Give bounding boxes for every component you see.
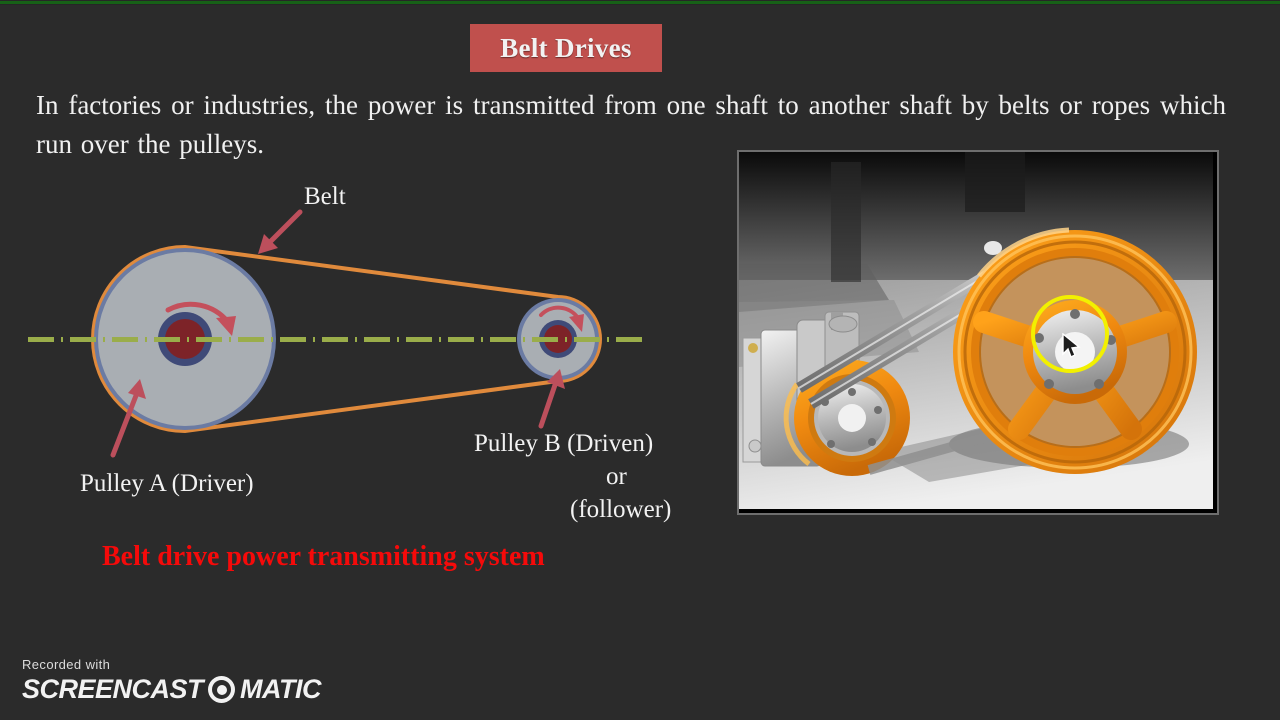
cursor-highlight-ring: [1031, 295, 1109, 373]
label-pulley-b-follower: (follower): [570, 496, 672, 523]
label-pulley-a: Pulley A (Driver): [80, 470, 254, 497]
pulley-a-hub: [165, 319, 205, 359]
label-pulley-b-or: or: [606, 463, 627, 490]
watermark-recorded-with: Recorded with: [22, 657, 111, 672]
pulley-b-rotation-arrow: [539, 305, 584, 332]
screencast-o-matic-watermark: Recorded with SCREENCAST MATIC: [22, 657, 322, 705]
photo-large-pulley: [953, 227, 1197, 474]
video-progress-fill: [0, 1, 1280, 4]
pulley-b-callout-arrow: [538, 369, 565, 429]
belt-callout-arrow: [258, 209, 303, 254]
video-progress-bar[interactable]: [0, 0, 1280, 5]
belt-path: [91, 244, 602, 434]
belt-drive-photo-frame: [737, 150, 1219, 515]
belt-drive-photo: [739, 152, 1213, 509]
pulley-a-rotation-arrow: [165, 301, 236, 336]
slide-title-box: Belt Drives: [470, 24, 662, 72]
belt-drive-diagram: [28, 209, 646, 458]
slide-caption: Belt drive power transmitting system: [102, 541, 545, 572]
label-pulley-b-driven: Pulley B (Driven): [474, 430, 654, 457]
watermark-brand-left: SCREENCAST: [22, 674, 204, 704]
label-belt: Belt: [304, 183, 346, 210]
mouse-cursor: [1062, 333, 1081, 358]
page-title: Belt Drives: [500, 32, 632, 63]
target-ring-icon: [208, 676, 236, 703]
pulley-a-callout-arrow: [110, 379, 146, 458]
slide-body-text: In factories or industries, the power is…: [36, 90, 1226, 159]
watermark-brand-right: MATIC: [240, 674, 322, 704]
